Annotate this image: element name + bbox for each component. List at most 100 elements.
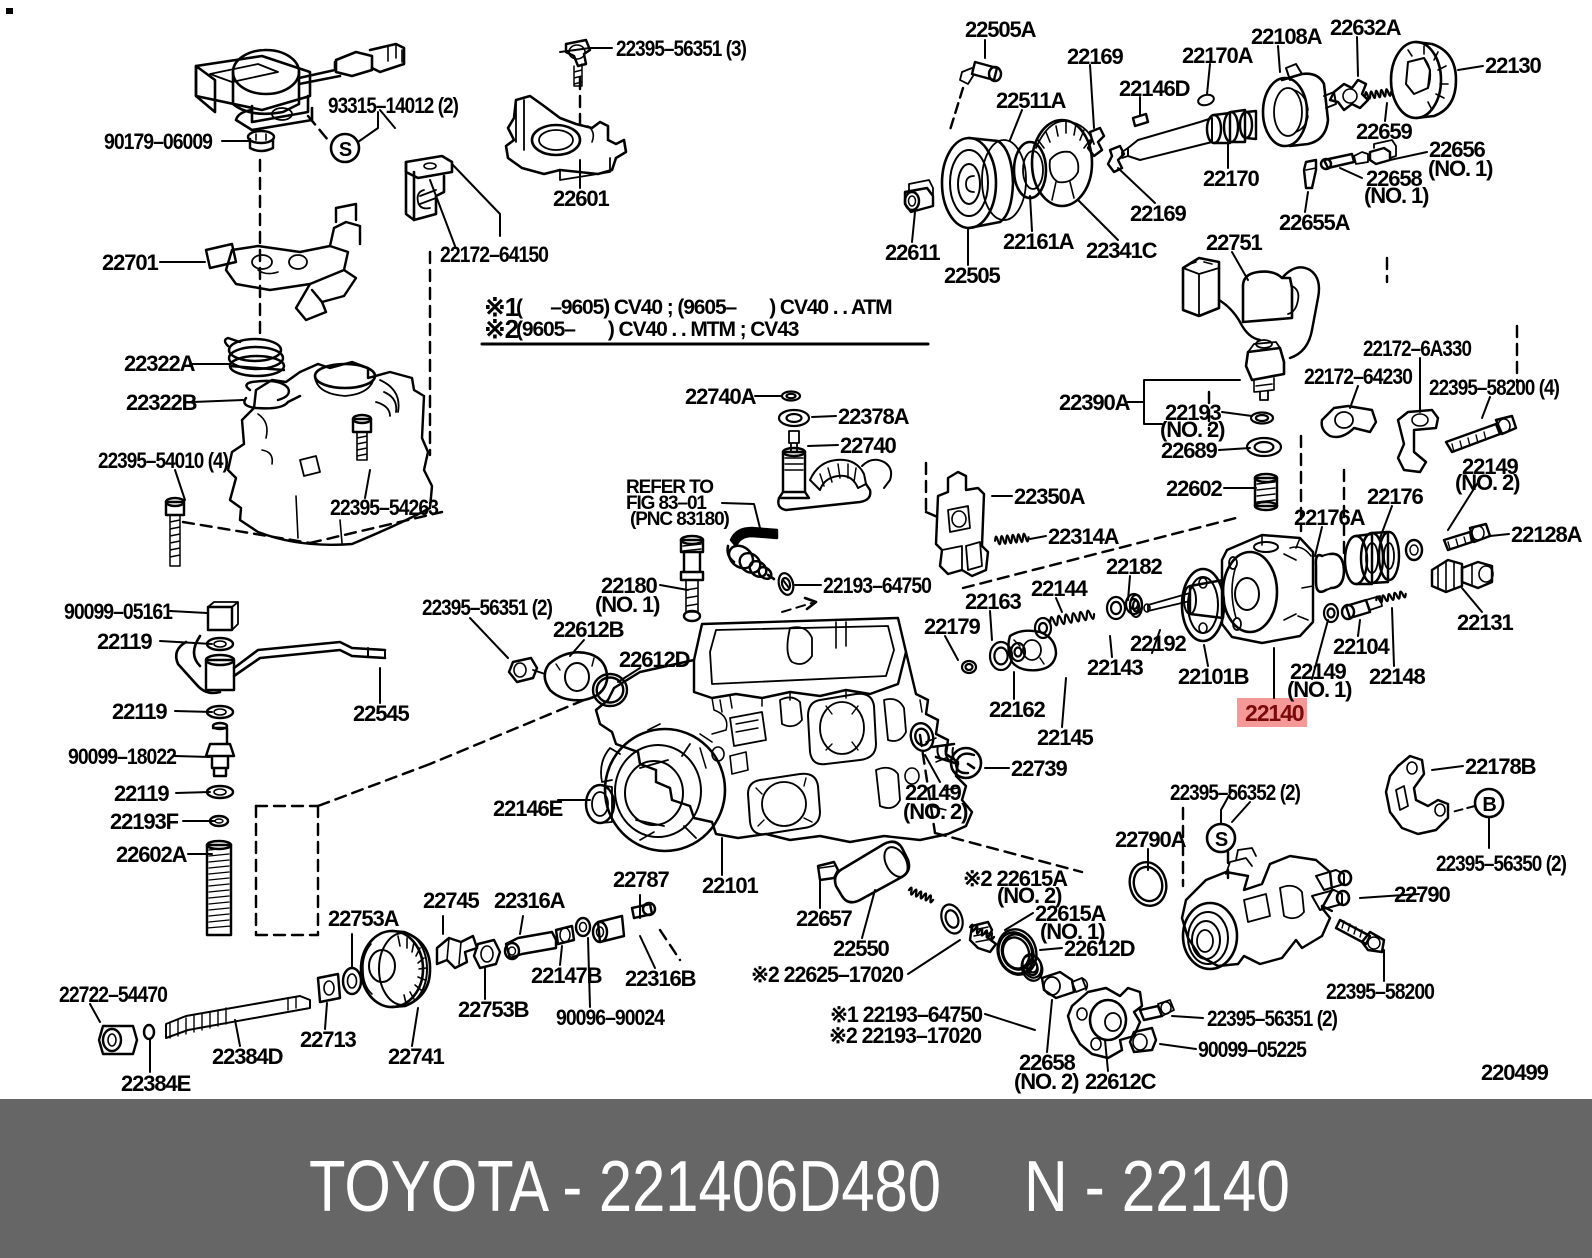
svg-text:90099–05161: 90099–05161 xyxy=(64,599,173,624)
svg-text:22172–64230: 22172–64230 xyxy=(1304,364,1413,389)
svg-text:(9605– ) CV40 . . MTM ;: (9605– ) CV40 . . MTM ; CV43 xyxy=(516,318,799,341)
svg-text:22147B: 22147B xyxy=(531,963,602,988)
svg-text:22161A: 22161A xyxy=(1003,229,1075,254)
svg-text:22149: 22149 xyxy=(1462,454,1519,479)
svg-text:22659: 22659 xyxy=(1356,119,1413,144)
svg-text:22146D: 22146D xyxy=(1119,76,1190,101)
svg-text:22722–54470: 22722–54470 xyxy=(59,982,168,1007)
svg-text:22148: 22148 xyxy=(1369,664,1426,689)
svg-text:22612C: 22612C xyxy=(1085,1069,1157,1094)
svg-text:22172–64150: 22172–64150 xyxy=(440,242,549,267)
svg-text:※2: ※2 xyxy=(484,314,519,344)
svg-text:22149: 22149 xyxy=(1290,659,1347,684)
svg-text:22172–6A330: 22172–6A330 xyxy=(1363,336,1472,361)
svg-text:22615A: 22615A xyxy=(1035,901,1107,926)
svg-text:22169: 22169 xyxy=(1130,201,1187,226)
svg-text:22322B: 22322B xyxy=(126,390,197,415)
svg-text:22740: 22740 xyxy=(840,433,897,458)
svg-text:22170: 22170 xyxy=(1203,166,1260,191)
svg-text:(NO. 1): (NO. 1) xyxy=(1040,919,1105,944)
svg-text:(NO. 2): (NO. 2) xyxy=(997,883,1062,908)
svg-text:22163: 22163 xyxy=(965,589,1022,614)
svg-text:※2 22615A: ※2 22615A xyxy=(963,866,1068,891)
svg-text:22395–58200: 22395–58200 xyxy=(1326,979,1435,1004)
svg-text:(NO. 2): (NO. 2) xyxy=(1455,470,1520,495)
svg-text:22119: 22119 xyxy=(97,629,152,654)
svg-text:(NO. 1): (NO. 1) xyxy=(1287,677,1352,702)
svg-text:※2 22193–17020: ※2 22193–17020 xyxy=(829,1023,982,1048)
svg-text:(NO. 1): (NO. 1) xyxy=(1428,156,1493,181)
svg-text:※2 22625–17020: ※2 22625–17020 xyxy=(751,962,904,987)
svg-text:22170A: 22170A xyxy=(1182,43,1254,68)
svg-text:22140: 22140 xyxy=(1245,700,1304,726)
svg-text:( –9605) CV40 ; (9605–: ( –9605) CV40 ; (9605– ) CV40 . . ATM xyxy=(516,296,892,319)
svg-text:S: S xyxy=(1215,829,1228,851)
svg-text:22322A: 22322A xyxy=(124,351,196,376)
svg-text:22314A: 22314A xyxy=(1048,524,1120,549)
svg-text:22395–58200 (4): 22395–58200 (4) xyxy=(1429,375,1560,400)
svg-text:22505: 22505 xyxy=(944,263,1001,288)
svg-text:22119: 22119 xyxy=(114,781,169,806)
svg-text:22395–54263: 22395–54263 xyxy=(330,495,439,520)
svg-text:22740A: 22740A xyxy=(685,384,757,409)
svg-text:22713: 22713 xyxy=(300,1027,357,1052)
svg-text:22612D: 22612D xyxy=(619,647,690,672)
svg-text:22193: 22193 xyxy=(1165,400,1222,425)
svg-text:22131: 22131 xyxy=(1457,610,1514,635)
svg-text:22505A: 22505A xyxy=(965,17,1037,42)
svg-text:※1: ※1 xyxy=(484,292,519,322)
svg-text:REFER TO: REFER TO xyxy=(626,477,713,498)
svg-text:22790: 22790 xyxy=(1394,882,1451,907)
svg-text:22395–56351 (2): 22395–56351 (2) xyxy=(1207,1006,1338,1031)
svg-text:22395–56352 (2): 22395–56352 (2) xyxy=(1170,780,1301,805)
svg-text:22192: 22192 xyxy=(1130,631,1187,656)
svg-text:22612B: 22612B xyxy=(553,617,624,642)
svg-text:90096–90024: 90096–90024 xyxy=(556,1005,666,1030)
svg-text:22101: 22101 xyxy=(702,873,759,898)
svg-text:22182: 22182 xyxy=(1106,554,1163,579)
svg-text:22545: 22545 xyxy=(353,701,410,726)
svg-text:22179: 22179 xyxy=(924,614,981,639)
svg-text:22395–56351 (2): 22395–56351 (2) xyxy=(422,595,553,620)
svg-text:22511A: 22511A xyxy=(996,88,1066,113)
svg-text:22378A: 22378A xyxy=(838,404,910,429)
svg-text:22180: 22180 xyxy=(601,573,658,598)
svg-text:22602A: 22602A xyxy=(116,842,188,867)
svg-text:22689: 22689 xyxy=(1161,438,1218,463)
svg-text:(NO. 2): (NO. 2) xyxy=(1160,417,1225,442)
svg-text:22395–54010 (4): 22395–54010 (4) xyxy=(98,448,229,473)
svg-text:22384E: 22384E xyxy=(121,1071,191,1096)
svg-text:N - 22140: N - 22140 xyxy=(1024,1147,1290,1227)
svg-text:B: B xyxy=(1482,794,1496,816)
svg-text:22101B: 22101B xyxy=(1178,664,1249,689)
svg-text:22739: 22739 xyxy=(1011,756,1068,781)
svg-text:(PNC 83180): (PNC 83180) xyxy=(630,509,730,530)
svg-text:22316B: 22316B xyxy=(625,966,696,991)
svg-text:90099–05225: 90099–05225 xyxy=(1198,1037,1307,1062)
svg-text:TOYOTA - 221406D480: TOYOTA - 221406D480 xyxy=(309,1147,941,1227)
svg-text:22753A: 22753A xyxy=(328,906,400,931)
svg-text:22145: 22145 xyxy=(1037,725,1094,750)
svg-text:22658: 22658 xyxy=(1366,166,1423,191)
svg-text:22162: 22162 xyxy=(989,697,1046,722)
svg-text:22350A: 22350A xyxy=(1014,484,1086,509)
svg-text:22108A: 22108A xyxy=(1251,24,1323,49)
svg-text:22602: 22602 xyxy=(1166,476,1223,501)
svg-text:22741: 22741 xyxy=(388,1044,445,1069)
svg-text:22178B: 22178B xyxy=(1465,754,1536,779)
svg-text:90099–18022: 90099–18022 xyxy=(68,744,177,769)
svg-text:22632A: 22632A xyxy=(1330,15,1402,40)
svg-text:22658: 22658 xyxy=(1019,1050,1076,1075)
svg-text:22395–56350 (2): 22395–56350 (2) xyxy=(1436,851,1567,876)
svg-text:(NO. 2): (NO. 2) xyxy=(1014,1069,1079,1094)
svg-text:22143: 22143 xyxy=(1087,655,1144,680)
svg-text:(NO. 1): (NO. 1) xyxy=(1364,183,1429,208)
svg-text:S: S xyxy=(339,139,352,161)
svg-text:22611: 22611 xyxy=(885,240,940,265)
svg-text:22657: 22657 xyxy=(796,906,853,931)
svg-text:22119: 22119 xyxy=(112,699,167,724)
svg-text:22130: 22130 xyxy=(1485,53,1542,78)
svg-text:22193F: 22193F xyxy=(110,809,179,834)
svg-text:※1 22193–64750: ※1 22193–64750 xyxy=(830,1002,983,1027)
svg-text:22390A: 22390A xyxy=(1059,390,1131,415)
